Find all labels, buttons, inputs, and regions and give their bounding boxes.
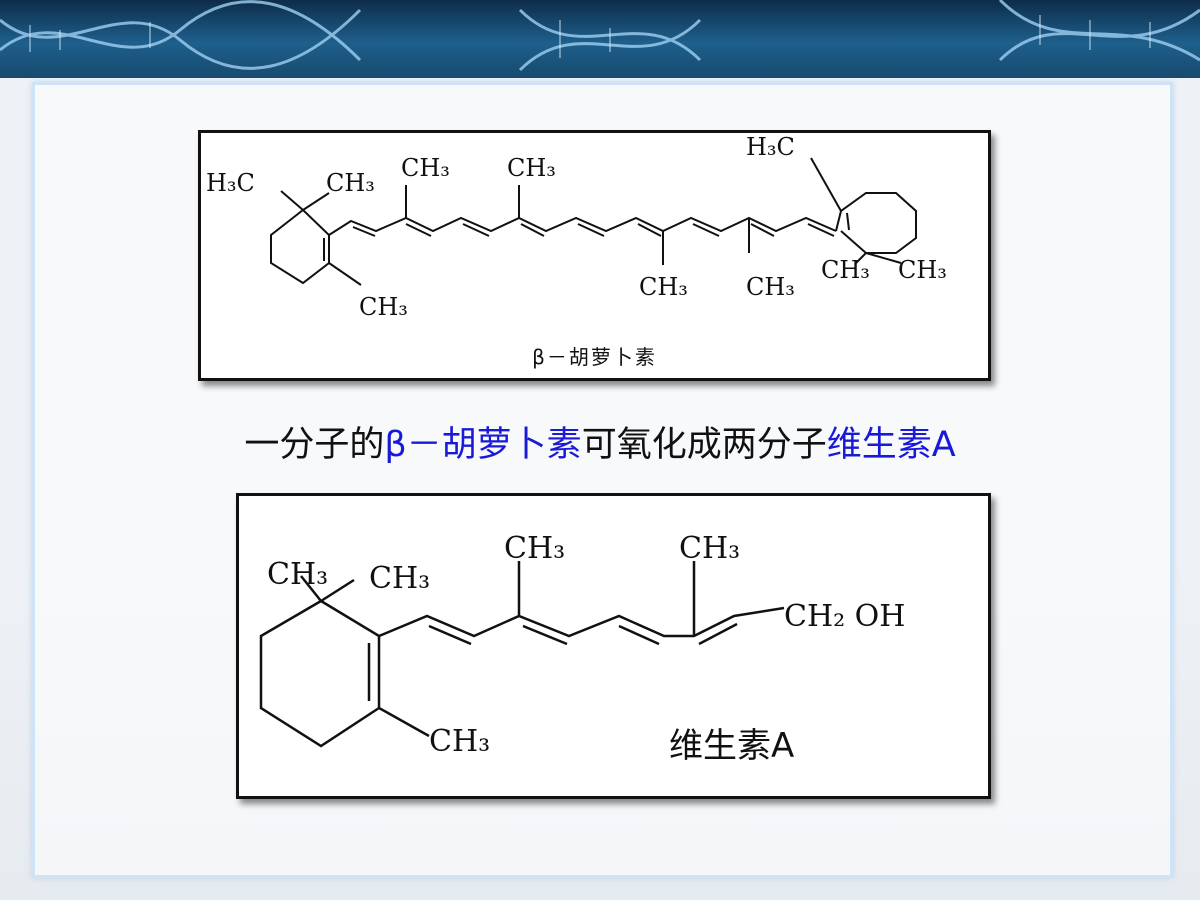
ch3-ring-top-label: CH₃	[326, 169, 375, 197]
vitamin-a-caption: 维生素A	[669, 726, 795, 766]
dna-banner	[0, 0, 1200, 78]
statement-part-1: 一分子的	[244, 425, 385, 465]
ch3-chain-4-label: CH₃	[746, 273, 795, 301]
vitamin-a-ch2oh-label: CH₂ OH	[784, 599, 905, 634]
dna-helix-icon	[0, 0, 1200, 72]
h3c-left-label: H₃C	[206, 169, 255, 197]
ch3-chain-2-label: CH₃	[507, 154, 556, 182]
vitamin-a-ch3-ring-a-label: CH₃	[267, 557, 328, 592]
oxidation-statement: 一分子的β－胡萝卜素可氧化成两分子维生素A	[0, 416, 1200, 467]
ch3-right-ring-a-label: CH₃	[821, 256, 870, 284]
vitamin-a-structure: CH₃ CH₃ CH₃ CH₃ CH₂ OH CH₃	[259, 531, 905, 759]
vitamin-a-ch3-ring-b-label: CH₃	[369, 561, 430, 596]
statement-beta-carotene: β－胡萝卜素	[384, 425, 582, 465]
vitamin-a-structure-box: CH₃ CH₃ CH₃ CH₃ CH₂ OH CH₃ 维生素A	[236, 493, 991, 799]
ch3-ring-bottom-label: CH₃	[359, 293, 408, 321]
ch3-chain-3-label: CH₃	[639, 273, 688, 301]
ch3-chain-1-label: CH₃	[401, 154, 450, 182]
h3c-right-label: H₃C	[746, 133, 795, 161]
beta-carotene-structure-box: H₃C CH₃ CH₃ CH₃ CH₃ CH₃ CH₃ H₃C CH₃ CH₃ …	[198, 130, 991, 381]
vitamin-a-ch3-chain-2-label: CH₃	[679, 531, 740, 566]
statement-vitamin-a: 维生素A	[826, 425, 956, 465]
vitamin-a-ch3-chain-1-label: CH₃	[504, 531, 565, 566]
vitamin-a-ch3-ring-bottom-label: CH₃	[429, 724, 490, 759]
beta-carotene-caption: β－胡萝卜素	[532, 345, 657, 369]
statement-part-3: 可氧化成两分子	[581, 425, 827, 465]
beta-carotene-structure: H₃C CH₃ CH₃ CH₃ CH₃ CH₃ CH₃ H₃C CH₃ CH₃	[206, 133, 947, 321]
ch3-right-ring-b-label: CH₃	[898, 256, 947, 284]
